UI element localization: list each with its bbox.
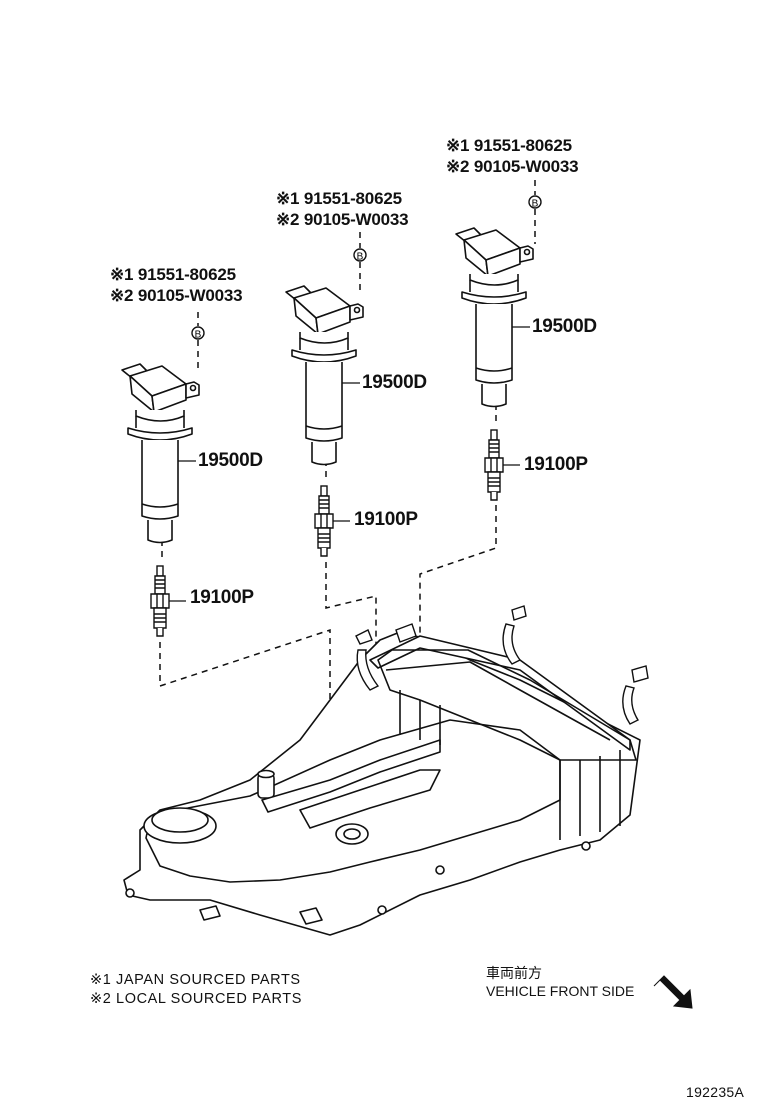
part-label-plug-left: 19100P bbox=[190, 587, 254, 608]
callout-left-line2: ※2 90105-W0033 bbox=[110, 286, 243, 305]
front-side-jp: 車両前方 bbox=[486, 965, 542, 981]
plug-leaders bbox=[169, 464, 520, 602]
part-label-plug-right: 19100P bbox=[524, 454, 588, 475]
callout-mid-line1: ※1 91551-80625 bbox=[276, 189, 402, 208]
bolt-marker-mid: B bbox=[353, 248, 367, 263]
callout-right-line1: ※1 91551-80625 bbox=[446, 136, 572, 155]
callout-mid: ※1 91551-80625 ※2 90105-W0033 bbox=[276, 188, 409, 230]
front-arrow-icon bbox=[653, 975, 693, 1009]
note-japan-sourced: ※1 JAPAN SOURCED PARTS bbox=[90, 972, 301, 988]
callout-right: ※1 91551-80625 ※2 90105-W0033 bbox=[446, 135, 579, 177]
callout-mid-line2: ※2 90105-W0033 bbox=[276, 210, 409, 229]
svg-text:B: B bbox=[532, 199, 539, 210]
ignition-coil-right bbox=[455, 227, 534, 408]
figure-number: 192235A bbox=[686, 1084, 745, 1100]
callout-left: ※1 91551-80625 ※2 90105-W0033 bbox=[110, 264, 243, 306]
bolt-marker-right: B bbox=[528, 195, 542, 210]
front-side-label: 車両前方 VEHICLE FRONT SIDE bbox=[486, 964, 634, 1000]
coil-leaders bbox=[178, 326, 530, 462]
front-side-en: VEHICLE FRONT SIDE bbox=[486, 983, 635, 999]
spark-plug-mid bbox=[314, 485, 334, 557]
callout-left-line1: ※1 91551-80625 bbox=[110, 265, 236, 284]
ignition-coil-mid bbox=[285, 285, 364, 466]
spark-plug-left bbox=[150, 565, 170, 637]
cylinder-head-cover bbox=[123, 631, 641, 936]
svg-text:B: B bbox=[357, 252, 364, 263]
legend-notes: ※1 JAPAN SOURCED PARTS ※2 LOCAL SOURCED … bbox=[90, 971, 302, 1009]
harness-clips bbox=[355, 605, 649, 725]
part-label-coil-right: 19500D bbox=[532, 316, 597, 337]
part-label-coil-left: 19500D bbox=[198, 450, 263, 471]
note-local-sourced: ※2 LOCAL SOURCED PARTS bbox=[90, 991, 303, 1007]
svg-text:B: B bbox=[195, 330, 202, 341]
spark-plug-right bbox=[484, 429, 504, 501]
part-label-plug-mid: 19100P bbox=[354, 509, 418, 530]
bolt-marker-left: B bbox=[191, 326, 205, 341]
part-label-coil-mid: 19500D bbox=[362, 372, 427, 393]
callout-right-line2: ※2 90105-W0033 bbox=[446, 157, 579, 176]
ignition-coil-left bbox=[121, 363, 200, 544]
